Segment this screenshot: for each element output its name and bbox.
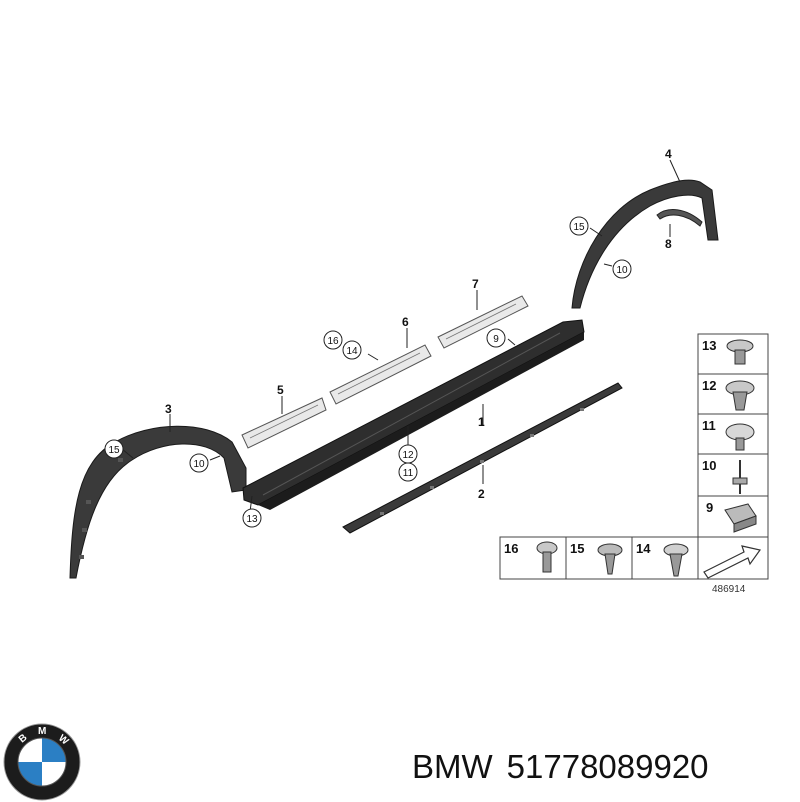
callout-1: 1 <box>478 415 485 429</box>
callout-5: 5 <box>277 383 284 397</box>
legend-item-13: 13 <box>702 338 716 353</box>
callout-3: 3 <box>165 402 172 416</box>
part-6-bracket <box>329 344 432 405</box>
fastener-legend-bottom: 16 15 14 <box>499 536 769 580</box>
bubble-16-mid: 16 <box>327 336 339 347</box>
callout-bubbles <box>104 216 632 528</box>
bubble-15-left: 15 <box>108 445 120 456</box>
part-7-bracket <box>437 295 529 349</box>
part-2-lower-sill-strip <box>342 382 623 534</box>
push-clip-icon <box>726 339 754 365</box>
bubble-12-mid: 12 <box>402 450 414 461</box>
part-8-arch-bracket <box>656 209 703 227</box>
legend-item-11: 11 <box>702 418 716 433</box>
bubble-10-right: 10 <box>616 265 628 276</box>
legend-item-14: 14 <box>636 541 651 556</box>
collar-screw-icon <box>597 543 623 575</box>
part-caption: BMW 51778089920 <box>412 742 797 792</box>
bubble-15-right: 15 <box>573 222 585 233</box>
arrow-icon <box>703 545 762 579</box>
expansion-clip-icon <box>663 543 689 577</box>
callout-2: 2 <box>478 487 485 501</box>
push-rivet-icon <box>725 423 755 451</box>
logo-letter-m: M <box>38 726 46 737</box>
bubble-11-mid: 11 <box>403 468 414 479</box>
bolt-icon <box>536 541 558 573</box>
callout-7: 7 <box>472 277 479 291</box>
screw-icon <box>732 460 748 494</box>
legend-item-16: 16 <box>504 541 518 556</box>
legend-item-10: 10 <box>702 458 716 473</box>
bmw-logo-icon: B M W <box>3 723 81 801</box>
part-3-left-wheel-arch-trim <box>69 425 247 579</box>
part-4-right-wheel-arch-trim <box>571 179 719 309</box>
bubble-13-bottom: 13 <box>246 514 258 525</box>
part-5-bracket <box>241 397 327 449</box>
brand-name: BMW <box>412 748 493 785</box>
parts-diagram: 1 2 3 4 5 6 7 8 15 10 13 16 14 9 12 11 1… <box>69 147 769 595</box>
legend-item-12: 12 <box>702 378 716 393</box>
diagram-reference-number: 486914 <box>712 584 746 595</box>
part-1-side-sill-panel <box>242 319 585 510</box>
callout-8: 8 <box>665 237 672 251</box>
legend-item-9: 9 <box>706 500 713 515</box>
part-number: 51778089920 <box>506 748 709 785</box>
callout-6: 6 <box>402 315 409 329</box>
rivet-icon <box>725 380 755 411</box>
bubble-14-mid: 14 <box>346 346 358 357</box>
fastener-legend: 13 12 11 10 9 <box>697 333 769 538</box>
legend-item-15: 15 <box>570 541 584 556</box>
callout-4: 4 <box>665 147 672 161</box>
clip-nut-icon <box>724 503 757 533</box>
bubble-10-left: 10 <box>193 459 205 470</box>
bubble-9-mid: 9 <box>493 334 499 345</box>
